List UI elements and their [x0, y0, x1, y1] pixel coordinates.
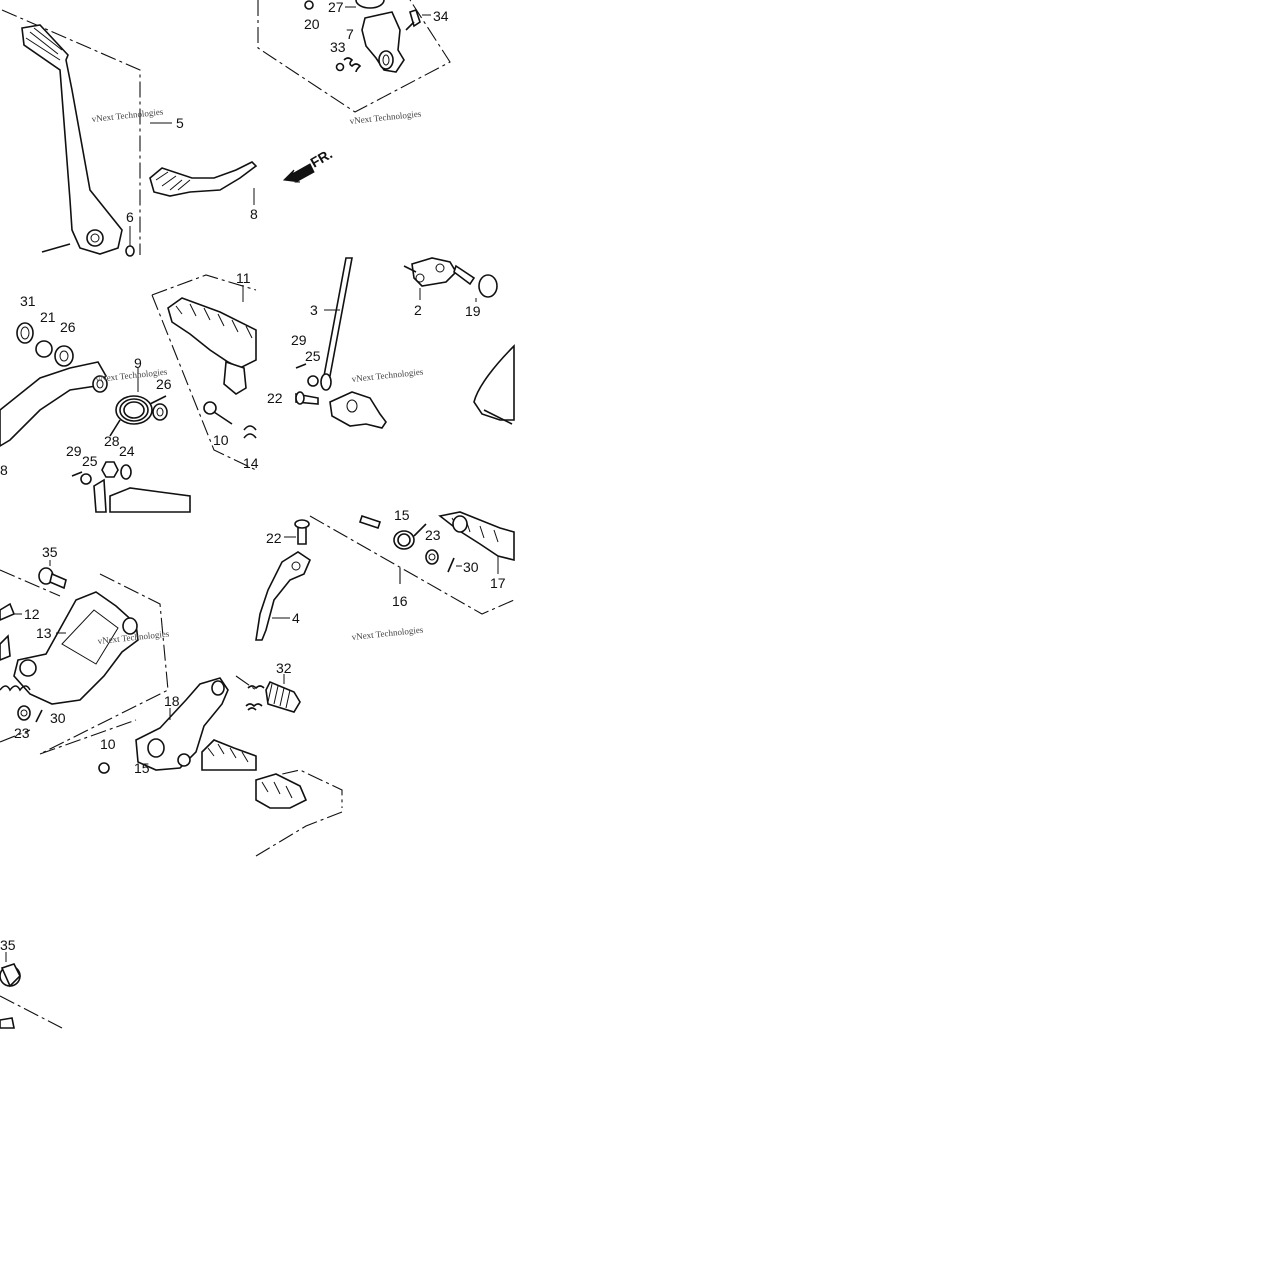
part-label: 20 [304, 16, 320, 32]
part-label: 18 [164, 693, 180, 709]
shift-pedal-part [255, 551, 311, 641]
part-label: 13 [36, 625, 52, 641]
part-label: 8 [0, 462, 8, 478]
pivot-bracket-part [361, 11, 405, 73]
part-label: 30 [463, 559, 479, 575]
return-spring-part [109, 395, 167, 437]
tile-brake-pedal: FR. 20 27 34 33 7 5 6 8 vNext Technologi… [1, 0, 451, 257]
part-label: 10 [100, 736, 116, 752]
part-label: 35 [42, 544, 58, 560]
part-label: 23 [425, 527, 441, 543]
part-label: 24 [119, 443, 135, 459]
part-label: 3 [310, 302, 318, 318]
part-label: 11 [236, 270, 251, 286]
part-label: 29 [66, 443, 82, 459]
part-label: 33 [330, 39, 346, 55]
boundary-line [151, 274, 257, 471]
front-direction-arrow: FR. [282, 145, 335, 183]
part-label: 31 [20, 293, 36, 309]
part-label: 16 [392, 593, 408, 609]
part-label: 22 [266, 530, 282, 546]
part-label: 27 [328, 0, 344, 15]
boundary-line [1, 9, 141, 255]
part-label: 19 [465, 303, 481, 319]
part-label: 8 [250, 206, 258, 222]
shift-lever-tip-part [149, 161, 258, 197]
part-label: 29 [291, 332, 307, 348]
part-label: 15 [134, 760, 150, 776]
shift-arm-part [411, 257, 458, 287]
tile-shift-lever: 22 4 15 23 30 16 17 32 vNext Technologie… [247, 507, 515, 857]
watermark: vNext Technologies [91, 106, 164, 124]
boundary-line [257, 0, 451, 113]
peg-fragment-part [438, 511, 515, 562]
part-label: 28 [104, 433, 120, 449]
shift-rubber-part [265, 680, 301, 713]
tile-bottom-fragment: 35 [0, 937, 63, 1029]
part-label: 9 [134, 355, 142, 371]
part-label: 25 [82, 453, 98, 469]
part-label: 26 [156, 376, 172, 392]
part-label: 5 [176, 115, 184, 131]
part-label: 4 [292, 610, 300, 626]
part-label: 21 [40, 309, 56, 325]
part-label: 14 [243, 455, 259, 471]
tile-footpeg-bracket: 35 12 13 18 30 23 10 15 vNext Technologi… [0, 544, 263, 776]
part-label: 35 [0, 937, 16, 953]
tile-shift-rod: 3 2 19 29 25 22 vNext Technologies [267, 257, 515, 429]
part-label: 17 [490, 575, 506, 591]
footpeg-part [167, 297, 257, 369]
boundary-line [255, 811, 343, 857]
boundary-line [39, 675, 257, 755]
watermark: vNext Technologies [349, 108, 422, 126]
boundary-line [309, 515, 515, 615]
brake-pedal-part [21, 24, 123, 255]
spring-part [393, 523, 427, 550]
part-label: 22 [267, 390, 283, 406]
part-label: 23 [14, 725, 30, 741]
boundary-line [0, 569, 169, 755]
part-label: 10 [213, 432, 229, 448]
part-label: 12 [24, 606, 40, 622]
shift-lever-part [0, 361, 107, 447]
part-label: 6 [126, 209, 134, 225]
rod-joint-part [329, 391, 387, 429]
part-label: 15 [394, 507, 410, 523]
tile-footpeg-spring: 11 31 21 26 9 26 29 25 28 24 10 14 8 vNe… [0, 270, 259, 513]
shift-rod-part [323, 257, 353, 377]
watermark: vNext Technologies [351, 366, 424, 384]
part-label: 2 [414, 302, 422, 318]
boundary-line [0, 995, 63, 1029]
part-label: 25 [305, 348, 321, 364]
part-label: 32 [276, 660, 292, 676]
part-label: 7 [346, 26, 354, 42]
part-label: 26 [60, 319, 76, 335]
part-label: 34 [433, 8, 449, 24]
part-label: 30 [50, 710, 66, 726]
watermark: vNext Technologies [351, 624, 424, 642]
